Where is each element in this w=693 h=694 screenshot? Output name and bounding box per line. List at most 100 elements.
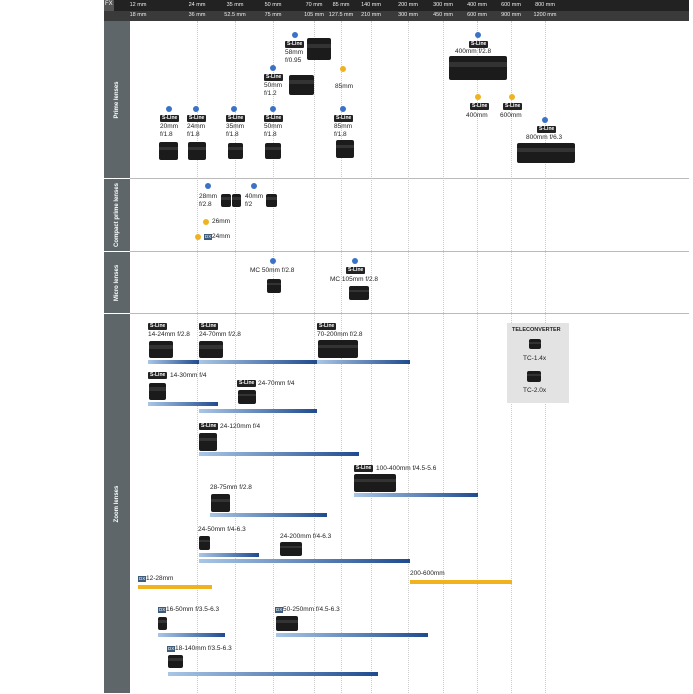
lens-50mm-f12-photo (289, 75, 314, 95)
lens-28mm-photo-2 (232, 194, 241, 207)
lens-58mm-photo (307, 38, 331, 60)
column-guide (408, 21, 409, 693)
lens-400mm[interactable]: 400mm (466, 112, 488, 119)
lens-50mm-f12[interactable]: 50mm f/1.2 (264, 82, 283, 97)
lens-85mm-f18[interactable]: 85mm f/1.8 (334, 123, 353, 138)
lens-800mm[interactable]: 800mm f/6.3 (526, 134, 563, 141)
lens-mc105[interactable]: MC 105mm f/2.8 (330, 276, 379, 283)
lens-mc105-photo (349, 286, 369, 300)
lens-24-70-f28[interactable]: 24-70mm f/2.8 (199, 331, 241, 338)
lens-16-50[interactable]: 16-50mm f/3.5-6.3 (166, 606, 220, 613)
column-guide (314, 21, 315, 693)
lens-24mm[interactable]: 24mm f/1.8 (187, 123, 206, 138)
sline-badge: S-Line (148, 372, 168, 379)
info-icon[interactable] (340, 106, 346, 112)
info-icon[interactable] (352, 258, 358, 264)
column-guide (273, 21, 274, 693)
dx-tag: DX (158, 607, 167, 613)
dx-focal-10: 900 mm (501, 12, 521, 18)
info-icon[interactable] (270, 258, 276, 264)
sline-badge: S-Line (354, 465, 374, 472)
dx-tag: DX (275, 607, 284, 613)
lens-26mm[interactable]: 26mm (212, 218, 231, 225)
fx-tag: FX (105, 1, 113, 7)
section-divider (130, 251, 689, 252)
lens-12-28[interactable]: 12-28mm (146, 575, 174, 582)
dx-focal-1: 36 mm (188, 12, 206, 18)
lens-mc50-photo (267, 279, 281, 293)
lens-40mm[interactable]: 40mm f/2 (245, 193, 264, 208)
lens-16-50-photo (158, 617, 167, 630)
lens-18-140[interactable]: 18-140mm f/3.5-6.3 (175, 645, 232, 652)
dx-range-bar-12-28 (138, 585, 212, 589)
lens-20mm-photo (159, 142, 178, 160)
fx-focal-9: 400 mm (467, 2, 487, 8)
lens-28mm[interactable]: 28mm f/2.8 (199, 193, 218, 208)
info-icon[interactable] (193, 106, 199, 112)
tc14-label[interactable]: TC-1.4x (523, 355, 547, 362)
sline-badge: S-Line (537, 126, 557, 133)
lens-58mm[interactable]: 58mm f/0.95 (285, 49, 304, 64)
lens-28-75[interactable]: 28-75mm f/2.8 (210, 484, 252, 491)
lens-35mm[interactable]: 35mm f/1.8 (226, 123, 245, 138)
range-bar-24-120 (199, 452, 359, 456)
info-icon[interactable] (231, 106, 237, 112)
info-icon[interactable] (166, 106, 172, 112)
dx-tag: DX (138, 576, 147, 582)
column-guide (197, 21, 198, 693)
sline-badge: S-Line (334, 115, 354, 122)
info-icon[interactable] (292, 32, 298, 38)
lens-28-75-photo (211, 494, 230, 512)
fx-focal-7: 200 mm (398, 2, 418, 8)
range-bar-200-600 (410, 580, 512, 584)
lens-35mm-photo (228, 143, 243, 159)
lens-50mm[interactable]: 50mm f/1.8 (264, 123, 283, 138)
tc14-photo (529, 339, 541, 349)
lens-24-50[interactable]: 24-50mm f/4-6.3 (198, 526, 246, 533)
tc20-label[interactable]: TC-2.0x (523, 387, 547, 394)
range-bar-16-50 (158, 633, 225, 637)
lens-24-120[interactable]: 24-120mm f/4 (220, 423, 261, 430)
lens-24-200[interactable]: 24-200mm f/4-6.3 (280, 533, 332, 540)
dx-focal-4: 105 mm (304, 12, 324, 18)
fx-focal-5: 85 mm (332, 2, 350, 8)
sline-badge: S-Line (317, 323, 337, 330)
dx-focal-11: 1200 mm (533, 12, 557, 18)
tc20-photo (527, 371, 541, 382)
range-bar-18-140 (168, 672, 378, 676)
lens-85mm-dx[interactable]: 85mm (335, 83, 354, 90)
info-icon[interactable] (542, 117, 548, 123)
lens-20mm[interactable]: 20mm f/1.8 (160, 123, 179, 138)
dx-dot (475, 94, 481, 100)
range-bar-14-24 (148, 360, 199, 364)
lens-100-400[interactable]: 100-400mm f/4.5-5.6 (376, 465, 437, 472)
lens-14-24[interactable]: 14-24mm f/2.8 (148, 331, 190, 338)
info-icon[interactable] (270, 65, 276, 71)
info-icon[interactable] (475, 32, 481, 38)
sline-badge: S-Line (469, 41, 489, 48)
dx-tag: DX (167, 646, 176, 652)
info-icon[interactable] (205, 183, 211, 189)
info-icon[interactable] (251, 183, 257, 189)
lens-50-250[interactable]: 50-250mm f/4.5-6.3 (283, 606, 340, 613)
lens-70-200[interactable]: 70-200mm f/2.8 (317, 331, 363, 338)
lens-400mm-f28[interactable]: 400mm f/2.8 (455, 48, 492, 55)
lens-14-30[interactable]: 14-30mm f/4 (170, 372, 207, 379)
sline-badge: S-Line (264, 74, 284, 81)
lens-mc50[interactable]: MC 50mm f/2.8 (250, 267, 295, 274)
column-guide (443, 21, 444, 693)
info-icon[interactable] (270, 106, 276, 112)
sline-badge: S-Line (346, 267, 366, 274)
column-guide (235, 21, 236, 693)
dx-focal-9: 600 mm (467, 12, 487, 18)
lens-24-70-f4[interactable]: 24-70mm f/4 (258, 380, 295, 387)
lens-28mm-photo (221, 194, 231, 207)
lens-200-600[interactable]: 200-600mm (410, 570, 445, 577)
section-divider (130, 313, 689, 314)
lens-24mm-dx[interactable]: 24mm (212, 233, 231, 240)
lens-600mm[interactable]: 600mm (500, 112, 522, 119)
fx-focal-10: 600 mm (501, 2, 521, 8)
section-divider (130, 178, 689, 179)
